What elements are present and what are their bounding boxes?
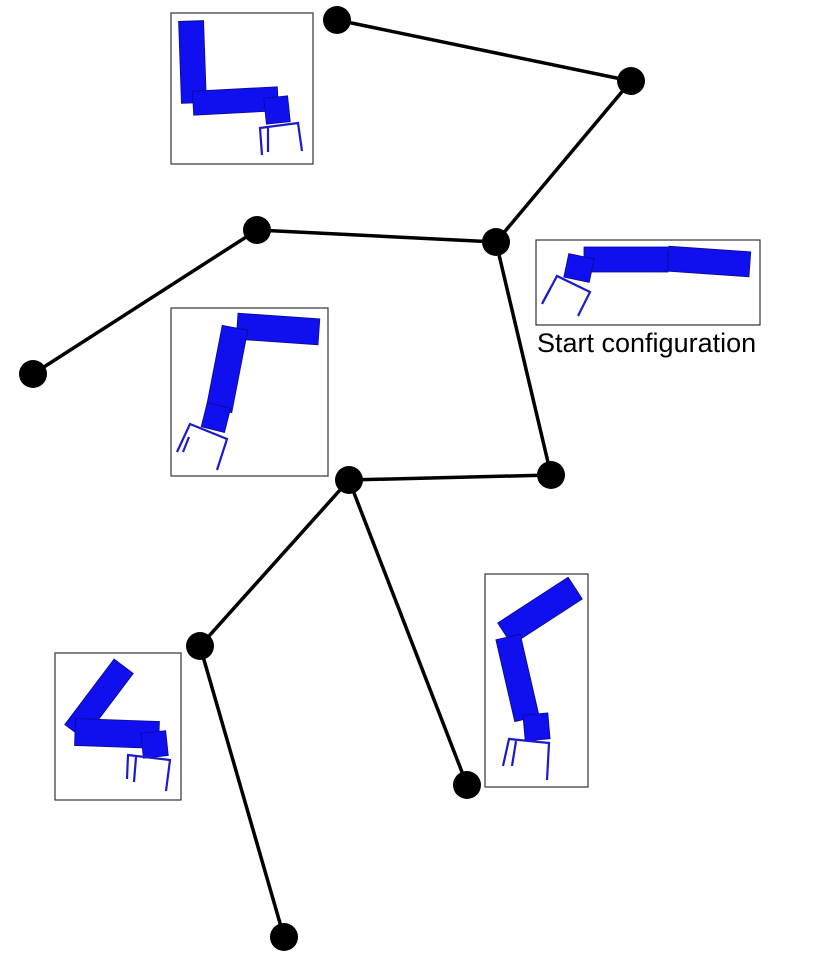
arm-link-1 (235, 312, 321, 346)
node (186, 632, 214, 660)
arm-link-1 (666, 245, 752, 278)
edge (31, 228, 259, 376)
arm-link-3 (522, 712, 551, 742)
arm-link-1 (497, 576, 583, 646)
arm-link-3 (140, 730, 169, 759)
edge (198, 478, 351, 648)
gripper-finger (132, 756, 138, 783)
roadmap-nodes (19, 6, 645, 951)
configuration-panel (484, 573, 589, 788)
configuration-panel (170, 307, 329, 477)
node (482, 228, 510, 256)
start-configuration-panel (535, 239, 761, 326)
roadmap-edges (31, 18, 633, 939)
arm-link-2 (583, 246, 669, 273)
configuration-panel (54, 652, 182, 801)
start-configuration-label: Start configuration (537, 328, 756, 358)
edge (347, 473, 553, 482)
gripper (176, 422, 229, 471)
arm-link-3 (563, 253, 595, 283)
edge (494, 79, 633, 244)
node (453, 771, 481, 799)
node (19, 360, 47, 388)
edge (255, 228, 498, 244)
edge (347, 478, 469, 787)
node (270, 923, 298, 951)
configuration-panel (170, 12, 314, 165)
node (243, 216, 271, 244)
node (323, 6, 351, 34)
gripper (258, 121, 304, 156)
node (617, 67, 645, 95)
node (335, 466, 363, 494)
gripper-finger (510, 740, 518, 767)
gripper-finger (181, 436, 191, 453)
gripper (501, 737, 551, 781)
gripper (125, 753, 172, 792)
edge (494, 240, 553, 477)
gripper-finger (542, 288, 551, 303)
edge (198, 644, 286, 939)
arm-link-3 (200, 401, 232, 434)
node (537, 461, 565, 489)
arm-link-3 (263, 95, 291, 125)
edge (335, 18, 633, 83)
